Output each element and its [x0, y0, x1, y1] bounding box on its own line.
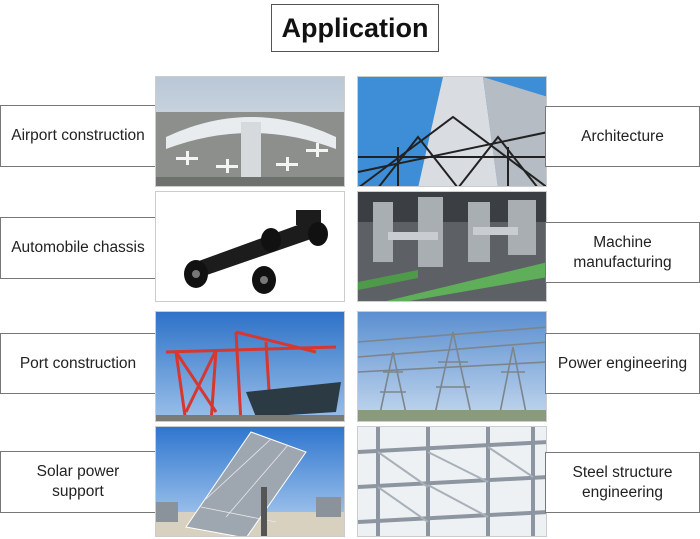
machine-image: [357, 191, 547, 302]
solar-image: [155, 426, 345, 537]
chassis-image: [155, 191, 345, 302]
airport-image: [155, 76, 345, 187]
port-image: [155, 311, 345, 422]
label-solar-power-support: Solar power support: [0, 451, 156, 513]
label-automobile-chassis: Automobile chassis: [0, 217, 156, 279]
steel-image: [357, 426, 547, 537]
label-steel-structure-engineering: Steel structure engineering: [545, 452, 700, 513]
label-airport-construction: Airport construction: [0, 105, 156, 167]
power-image: [357, 311, 547, 422]
architecture-image: [357, 76, 547, 187]
label-power-engineering: Power engineering: [545, 333, 700, 394]
page-title: Application: [271, 4, 439, 52]
label-machine-manufacturing: Machine manufacturing: [545, 222, 700, 283]
label-port-construction: Port construction: [0, 333, 156, 394]
label-architecture: Architecture: [545, 106, 700, 167]
